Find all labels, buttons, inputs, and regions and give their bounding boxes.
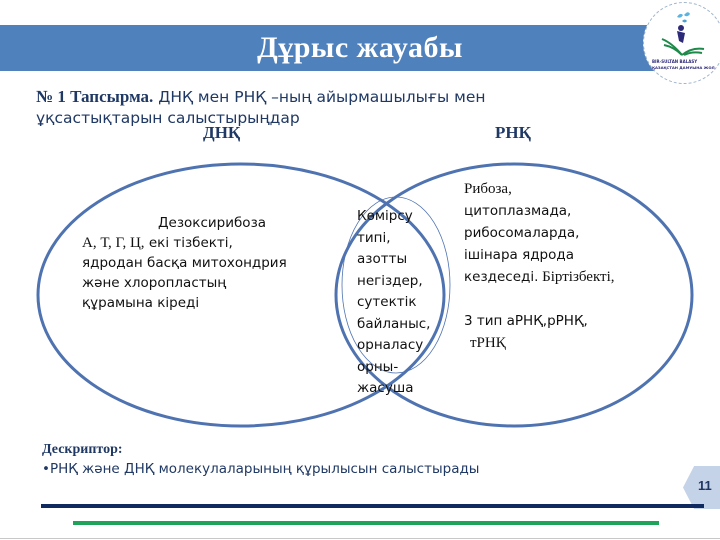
- footer-rule-gray: [0, 538, 720, 539]
- rna-ellipse: [334, 162, 694, 428]
- rna-location-3: ішінара ядрода: [464, 247, 574, 263]
- descriptor-item: •РНҚ және ДНҚ молекулаларының құрылысын …: [42, 461, 480, 477]
- rna-features: Рибоза, цитоплазмада, рибосомаларда, іші…: [464, 178, 664, 354]
- common-line: азотты: [357, 251, 408, 267]
- task-instruction: № 1 Тапсырма. ДНҚ мен РНҚ –ның айырмашыл…: [36, 86, 556, 129]
- overlap-ellipse: [341, 196, 451, 374]
- rna-location-4: кездеседі. Біртізбекті,: [464, 269, 615, 285]
- school-logo-icon: BIR-SULTAN BALASY ҚАЗАҚСТАН ДАМУЫНА ЖОЛ: [652, 12, 715, 70]
- svg-text:ҚАЗАҚСТАН ДАМУЫНА ЖОЛ: ҚАЗАҚСТАН ДАМУЫНА ЖОЛ: [652, 65, 715, 70]
- page-number: 11: [698, 478, 712, 493]
- common-line: орны-: [357, 358, 399, 375]
- dna-ellipse: [36, 162, 446, 428]
- slide-title: Дұрыс жауабы: [257, 31, 463, 64]
- descriptor-title: Дескриптор:: [42, 442, 123, 457]
- svg-text:BIR-SULTAN BALASY: BIR-SULTAN BALASY: [652, 59, 697, 64]
- dna-location-2: және хлоропластың: [82, 275, 227, 291]
- common-line: байланыс,: [357, 315, 431, 332]
- common-line: негіздер,: [357, 272, 423, 289]
- rna-types-2: тРНҚ: [470, 335, 506, 351]
- common-line: орналасу: [357, 337, 424, 353]
- common-line: Көмірсу: [357, 208, 413, 224]
- school-logo: BIR-SULTAN BALASY ҚАЗАҚСТАН ДАМУЫНА ЖОЛ: [643, 2, 720, 84]
- rna-types: 3 тип аРНҚ,рРНҚ,: [464, 313, 588, 329]
- dna-sugar: Дезоксирибоза: [158, 215, 267, 231]
- rna-location-1: цитоплазмада,: [464, 203, 572, 219]
- dna-heading: ДНҚ: [203, 123, 241, 142]
- footer-rule-green: [73, 521, 659, 525]
- descriptor: Дескриптор: •РНҚ және ДНҚ молекулаларыны…: [42, 440, 602, 479]
- dna-location-3: құрамына кіреді: [82, 295, 200, 311]
- rna-sugar: Рибоза,: [464, 181, 512, 197]
- common-features: Көмірсу типі, азотты негіздер, сутектік …: [357, 206, 447, 400]
- common-line: типі,: [357, 229, 391, 246]
- title-banner: [0, 25, 680, 71]
- common-line: жасуша: [357, 380, 414, 396]
- common-line: сутектік: [357, 294, 417, 310]
- task-text: ДНҚ мен РНҚ –ның айырмашылығы мен ұқсаст…: [36, 88, 486, 127]
- rna-location-2: рибосомаларда,: [464, 225, 580, 241]
- task-label: № 1 Тапсырма.: [36, 87, 154, 106]
- dna-bases: А, Т, Г, Ц, екі тізбекті,: [82, 235, 233, 251]
- dna-location-1: ядродан басқа митохондрия: [82, 255, 287, 271]
- footer-rule-navy: [41, 504, 704, 508]
- rna-heading: РНҚ: [495, 123, 531, 142]
- dna-features: Дезоксирибоза А, Т, Г, Ц, екі тізбекті, …: [82, 213, 332, 313]
